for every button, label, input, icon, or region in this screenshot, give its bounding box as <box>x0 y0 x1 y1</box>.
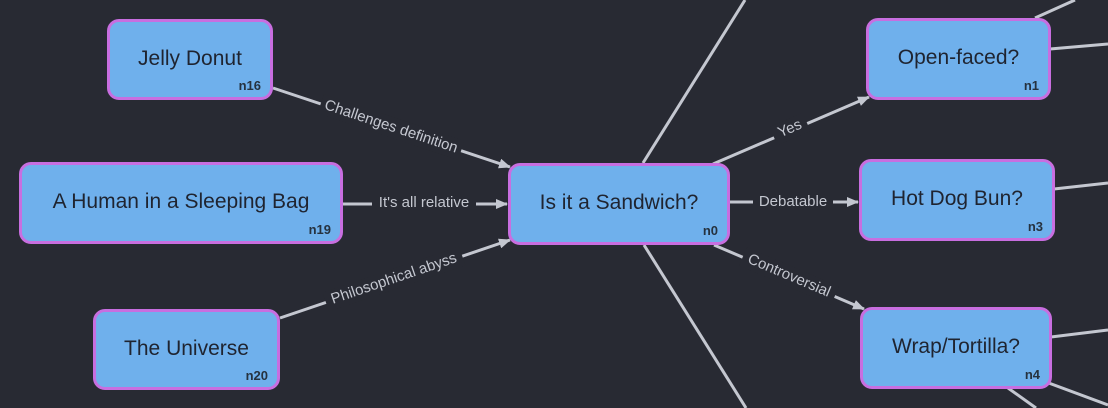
node-label: The Universe <box>124 336 249 360</box>
edge-label-group-n20-n0: Philosophical abyss <box>322 246 466 312</box>
node-id: n1 <box>1023 78 1039 93</box>
edge-label-philosophical-abyss: Philosophical abyss <box>329 249 459 307</box>
node-wrap-tortilla[interactable]: Wrap/Tortilla? n4 <box>860 307 1052 389</box>
node-id: n16 <box>238 78 261 93</box>
edge-n0-offscreen-top <box>641 0 747 164</box>
edge-label-challenges-definition: Challenges definition <box>322 96 460 156</box>
node-label: Jelly Donut <box>138 46 242 70</box>
edge-n1-offscreen-b <box>1049 42 1108 51</box>
edge-label-group-n0-n4: Controversial <box>739 247 839 305</box>
edge-label-group-n19-n0: It's all relative <box>372 193 476 213</box>
node-jelly-donut[interactable]: Jelly Donut n16 <box>107 19 273 100</box>
edge-label-debatable: Debatable <box>759 193 827 210</box>
edge-n3-offscreen <box>1053 181 1108 191</box>
node-open-faced[interactable]: Open-faced? n1 <box>866 18 1051 100</box>
edge-label-controversial: Controversial <box>745 250 833 300</box>
node-label: A Human in a Sleeping Bag <box>52 189 310 213</box>
edge-n0-offscreen-bottom <box>642 244 748 408</box>
edge-n4-offscreen-c <box>1007 386 1037 408</box>
node-id: n4 <box>1024 367 1040 382</box>
node-id: n19 <box>308 222 331 237</box>
node-id: n0 <box>702 223 718 238</box>
edge-n4-offscreen-a <box>1050 328 1108 339</box>
edge-n1-offscreen-a <box>1034 0 1076 20</box>
node-id: n3 <box>1027 219 1043 234</box>
edge-n4-offscreen-b <box>1045 380 1108 407</box>
node-label: Is it a Sandwich? <box>539 190 699 214</box>
node-label: Hot Dog Bun? <box>891 186 1023 210</box>
node-is-it-a-sandwich[interactable]: Is it a Sandwich? n0 <box>508 163 730 245</box>
edge-label-group-n0-n3: Debatable <box>753 192 833 212</box>
edge-label-group-n0-n1: Yes <box>769 112 811 146</box>
node-label: Open-faced? <box>897 45 1020 69</box>
edge-label-group-n16-n0: Challenges definition <box>317 94 465 160</box>
node-human-sleeping-bag[interactable]: A Human in a Sleeping Bag n19 <box>19 162 343 244</box>
edge-label-its-all-relative: It's all relative <box>379 194 469 211</box>
node-hot-dog-bun[interactable]: Hot Dog Bun? n3 <box>859 159 1055 241</box>
node-label: Wrap/Tortilla? <box>892 334 1020 358</box>
node-id: n20 <box>245 368 268 383</box>
node-the-universe[interactable]: The Universe n20 <box>93 309 280 390</box>
